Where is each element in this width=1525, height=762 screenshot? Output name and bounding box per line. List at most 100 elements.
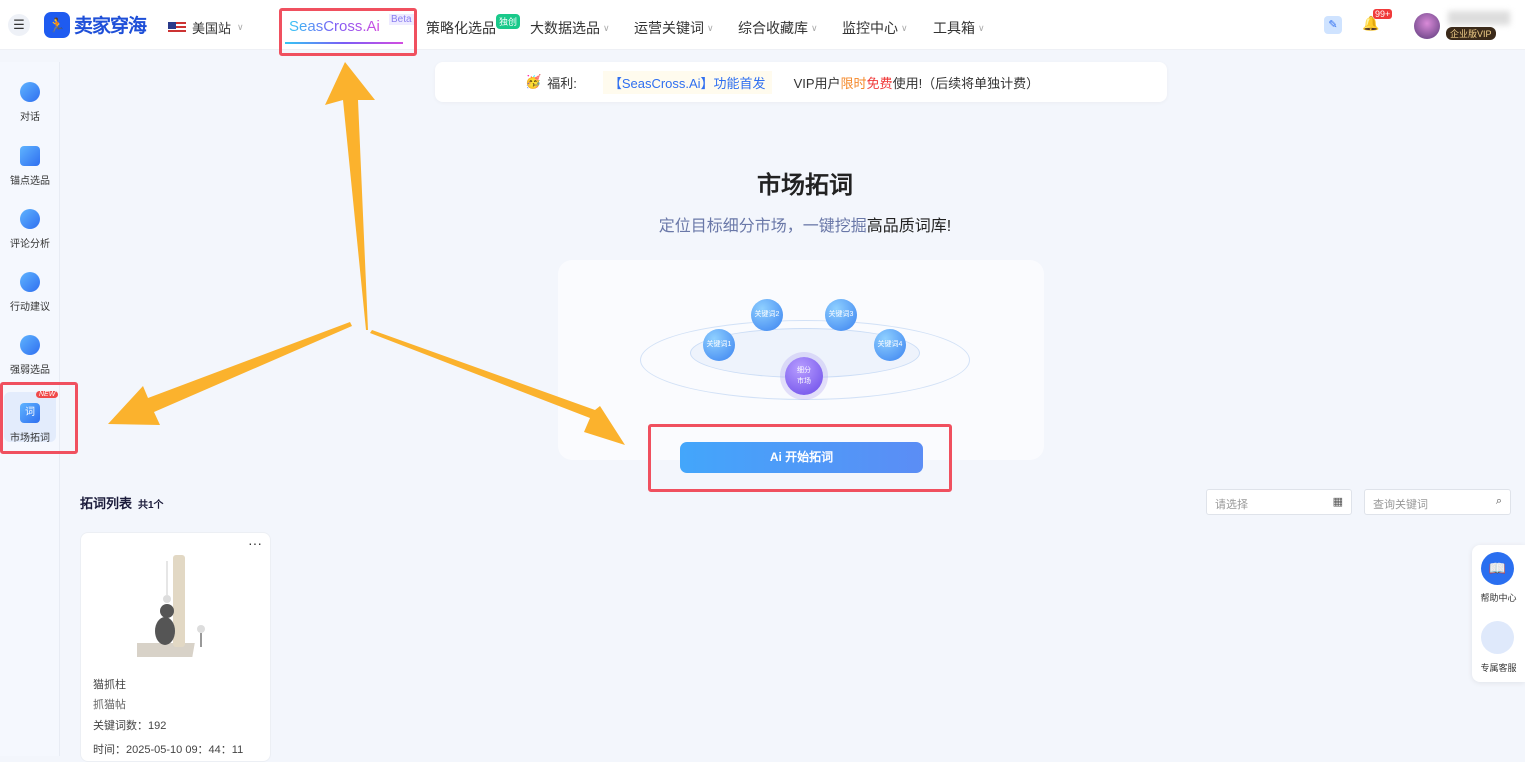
nav-keywords[interactable]: 运营关键词∨ (634, 18, 714, 38)
site-selector[interactable]: 美国站 ∨ (168, 18, 244, 37)
highlight-box-button (648, 424, 952, 492)
banner-limited: 限时 (840, 75, 867, 91)
review-icon (20, 209, 40, 229)
site-label: 美国站 (192, 21, 232, 36)
banner-prefix: 福利: (547, 75, 577, 91)
card-keyword-count: 关键词数：192 (93, 720, 167, 732)
nav-tools[interactable]: 工具箱∨ (933, 18, 985, 38)
logo[interactable]: 🏃卖家穿海 (44, 11, 147, 38)
logo-icon: 🏃 (44, 11, 70, 38)
date-placeholder: 请选择 (1215, 499, 1248, 511)
banner-feature: 【SeasCross.Ai】功能首发 (602, 70, 772, 94)
original-badge: 独创 (496, 14, 521, 29)
list-count: 共1个 (138, 500, 164, 511)
notification-count: 99+ (1373, 9, 1393, 19)
agent-avatar-icon[interactable] (1481, 621, 1514, 654)
search-placeholder: 查询关键词 (1373, 499, 1428, 511)
market-node: 细分市场 (785, 357, 823, 395)
date-picker[interactable]: 请选择 ▦ (1206, 489, 1352, 515)
sidebar-item-chat[interactable]: 对话 (0, 82, 60, 123)
search-icon: ⌕ (1495, 495, 1502, 507)
beta-badge: Beta (389, 14, 414, 25)
nav-label: 大数据选品 (530, 20, 600, 36)
sidebar-item-label: 行动建议 (10, 302, 50, 313)
nav-label: 运营关键词 (634, 20, 704, 36)
keyword-node: 关键词4 (874, 329, 906, 361)
floating-panel: 📖 帮助中心 专属客服 (1472, 545, 1525, 682)
sidebar-item-reviews[interactable]: 评论分析 (0, 209, 60, 250)
party-emoji-icon: 🥳 (525, 74, 542, 89)
calendar-icon: ▦ (1332, 496, 1343, 508)
banner-suffix: 使用!（后续将单独计费） (892, 75, 1040, 91)
user-icon (20, 335, 40, 355)
top-bar: ☰ 🏃卖家穿海 美国站∨ SeasCross.Ai Beta 策略化选品 独创 … (0, 0, 1525, 50)
menu-icon[interactable]: ☰ (8, 14, 30, 36)
nav-monitor[interactable]: 监控中心∨ (842, 18, 908, 38)
page-subtitle: 定位目标细分市场，一键挖掘高品质词库! (0, 212, 1525, 236)
chevron-down-icon: ∨ (978, 22, 985, 33)
card-subtitle: 抓猫帖 (93, 699, 126, 711)
customer-service-link[interactable]: 专属客服 (1480, 663, 1517, 673)
vip-badge: 企业版VIP (1446, 27, 1496, 40)
help-center-link[interactable]: 帮助中心 (1480, 593, 1517, 603)
sidebar-item-label: 强弱选品 (10, 365, 50, 376)
nav-bigdata[interactable]: 大数据选品∨ (530, 18, 610, 38)
product-image (137, 555, 205, 657)
nav-favorites[interactable]: 综合收藏库∨ (738, 18, 818, 38)
highlight-box-sidebar (0, 382, 78, 454)
sidebar-item-label: 市场拓词 (10, 433, 50, 444)
nav-strategy[interactable]: 策略化选品 (426, 18, 496, 38)
username-blurred (1448, 11, 1510, 25)
sidebar-item-actions[interactable]: 行动建议 (0, 272, 60, 313)
nav-label: 策略化选品 (426, 20, 496, 36)
keyword-node: 关键词2 (751, 299, 783, 331)
sidebar-item-label: 评论分析 (10, 239, 50, 250)
chevron-down-icon: ∨ (811, 22, 818, 33)
card-name: 猫抓柱 (93, 679, 126, 691)
keyword-node: 关键词3 (825, 299, 857, 331)
start-expansion-button[interactable]: Ai 开始拓词 (680, 442, 923, 473)
nav-seascross[interactable]: SeasCross.Ai (289, 18, 380, 35)
us-flag-icon (168, 21, 186, 34)
keyword-node: 关键词1 (703, 329, 735, 361)
card-time: 时间：2025-05-10 09：44：11 (93, 744, 244, 756)
avatar[interactable] (1414, 13, 1440, 39)
logo-text: 卖家穿海 (74, 16, 147, 37)
chevron-down-icon: ∨ (707, 22, 714, 33)
keyword-search-input[interactable]: 查询关键词 ⌕ (1364, 489, 1511, 515)
bell-icon[interactable]: 🔔 (1362, 15, 1380, 31)
promo-banner: 🥳 福利: 【SeasCross.Ai】功能首发 VIP用户限时免费使用!（后续… (435, 62, 1167, 102)
page-title: 市场拓词 (757, 172, 853, 199)
highlight-box-nav (279, 8, 417, 56)
nav-label: 综合收藏库 (738, 20, 808, 36)
sidebar-item-anchor[interactable]: 锚点选品 (0, 146, 60, 187)
chevron-down-icon: ∨ (901, 22, 908, 33)
banner-free: 免费 (866, 75, 893, 91)
cube-icon (20, 146, 40, 166)
arrow-left (108, 322, 352, 425)
subtitle-highlight: 高品质词库! (866, 218, 952, 235)
more-icon[interactable]: ··· (248, 535, 262, 551)
new-badge: NEW (36, 391, 59, 398)
keyword-card[interactable]: ··· 猫抓柱 抓猫帖 关键词数：192 时间：2025-05-10 09：44… (80, 532, 271, 762)
active-tab-underline (285, 42, 403, 44)
sidebar-item-market-words[interactable]: 词市场拓词 (0, 403, 60, 444)
notes-icon[interactable]: ✎ (1324, 16, 1342, 34)
help-book-icon[interactable]: 📖 (1481, 552, 1514, 585)
sidebar-item-label: 锚点选品 (10, 176, 50, 187)
orbit-ring (640, 320, 970, 400)
chevron-down-icon: ∨ (237, 22, 244, 32)
word-icon: 词 (20, 403, 40, 423)
chat-icon (20, 82, 40, 102)
center-label: 市场 (797, 378, 811, 385)
nav-label: 监控中心 (842, 20, 898, 36)
compass-icon (20, 272, 40, 292)
banner-vip: VIP用户 (793, 75, 841, 91)
subtitle-text: 定位目标细分市场，一键挖掘 (658, 218, 867, 235)
sidebar-item-strength[interactable]: 强弱选品 (0, 335, 60, 376)
list-title: 拓词列表 (80, 496, 133, 511)
sidebar-item-label: 对话 (20, 112, 40, 123)
center-label: 细分 (797, 367, 811, 374)
nav-label: 工具箱 (933, 20, 975, 36)
chevron-down-icon: ∨ (603, 22, 610, 33)
